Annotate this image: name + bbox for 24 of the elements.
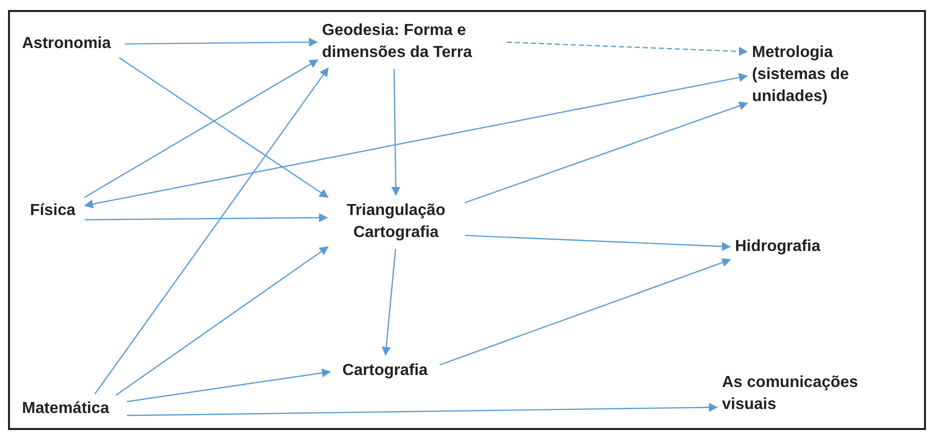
topic-label: Triangulação Cartografia bbox=[332, 200, 460, 244]
arrow bbox=[118, 57, 329, 198]
arrow bbox=[125, 38, 318, 47]
topic-label: Metrologia (sistemas de unidades) bbox=[752, 42, 870, 108]
arrow bbox=[464, 234, 731, 251]
topic-label: Cartografia bbox=[335, 360, 435, 382]
arrow bbox=[391, 69, 400, 196]
arrow bbox=[116, 246, 329, 396]
arrow bbox=[84, 73, 748, 208]
arrow bbox=[85, 213, 328, 222]
topic-label: Geodesia: Forma e dimensões da Terra bbox=[322, 20, 502, 64]
arrow bbox=[127, 402, 718, 416]
topic-label: Hidrografia bbox=[735, 236, 827, 258]
arrow bbox=[506, 42, 748, 56]
topic-label: Astronomia bbox=[22, 33, 120, 55]
arrow bbox=[464, 102, 748, 204]
topic-label: Matemática bbox=[22, 398, 122, 420]
arrow bbox=[382, 248, 396, 356]
arrow bbox=[84, 59, 318, 198]
arrow bbox=[440, 258, 732, 366]
arrow bbox=[94, 67, 329, 394]
arrow bbox=[126, 368, 331, 402]
topic-label: Física bbox=[30, 200, 80, 222]
topic-label: As comunicações visuais bbox=[722, 372, 882, 416]
